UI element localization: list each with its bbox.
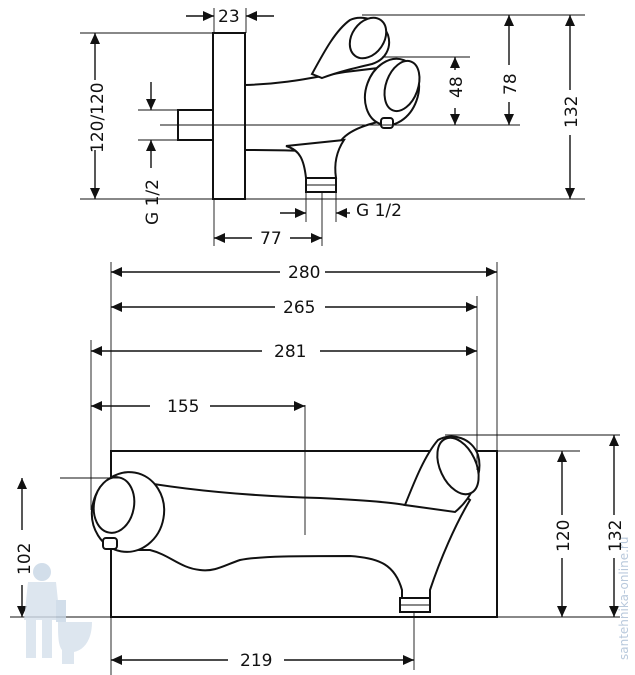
- front-right-handle-cap: [436, 436, 480, 496]
- front-dim-155-label: 155: [167, 397, 199, 417]
- top-thread-left-label: G 1/2: [143, 179, 163, 225]
- top-view: 23 120/120 G 1/2 48 78 132: [80, 7, 585, 249]
- top-front-handle-cap: [383, 59, 421, 113]
- top-dim-23-label: 23: [218, 7, 240, 27]
- front-dim-281-label: 281: [274, 342, 306, 362]
- top-dim-120-120-label: 120/120: [88, 82, 108, 153]
- front-dim-132-label: 132: [606, 520, 626, 552]
- top-dim-48-label: 48: [447, 76, 467, 98]
- top-rear-handle-cap: [348, 16, 388, 60]
- front-dim-265-label: 265: [283, 298, 315, 318]
- watermark-text: santehnika-online.ru: [617, 537, 631, 660]
- front-dim-102-label: 102: [15, 543, 35, 575]
- top-thread-right-label: G 1/2: [356, 201, 402, 221]
- front-dim-120-label: 120: [554, 520, 574, 552]
- top-dim-132-label: 132: [562, 96, 582, 128]
- top-handle-button: [380, 117, 394, 129]
- watermark-toilet-icon: [58, 622, 92, 664]
- watermark-plumber-icon: [33, 563, 51, 581]
- top-spout: [285, 138, 347, 179]
- top-dim-77-label: 77: [260, 229, 282, 249]
- front-left-handle-button: [102, 537, 118, 550]
- watermark-logo: [24, 563, 92, 664]
- top-wall-plate: [212, 32, 246, 200]
- front-left-handle-cap: [92, 476, 136, 534]
- front-dim-280-label: 280: [288, 263, 320, 283]
- front-view: 280 265 281 155 102 120: [10, 262, 626, 675]
- top-dim-78-label: 78: [501, 73, 521, 95]
- front-dim-219-label: 219: [240, 651, 272, 671]
- front-mixer-body: [119, 468, 472, 601]
